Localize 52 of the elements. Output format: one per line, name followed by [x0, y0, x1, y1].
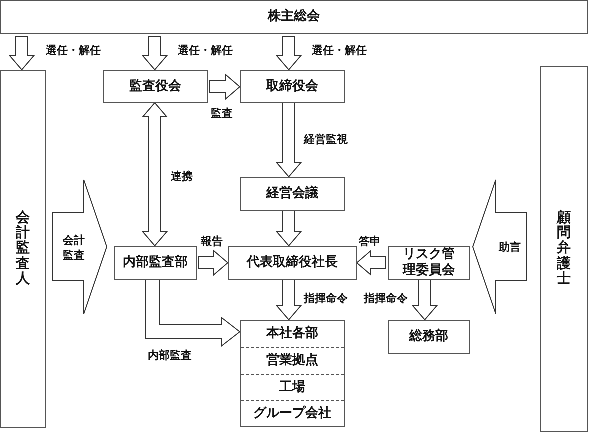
- block-arrow: [146, 280, 241, 348]
- meeting-box: [240, 177, 345, 211]
- node-label: 取締役会: [266, 78, 318, 94]
- node-label: 会計監査人: [16, 210, 30, 288]
- edge-label: 会計監査: [62, 233, 86, 264]
- department-box: [388, 320, 470, 354]
- node-label: 工場: [280, 380, 306, 396]
- edge-label: 内部監査: [147, 349, 193, 362]
- edge-label: 答申: [358, 235, 382, 248]
- meeting-box: [0, 0, 588, 34]
- board-box: [240, 70, 345, 103]
- board-box: [103, 70, 208, 103]
- organization-box: [240, 320, 345, 427]
- node-label: 監査役会: [130, 78, 182, 94]
- node-label: グループ会社: [254, 406, 332, 422]
- edge-label: 経営監視: [303, 133, 349, 146]
- node-label: 顧問弁護士: [557, 210, 571, 288]
- lawyer-box: [540, 66, 588, 432]
- block-arrow: [8, 36, 36, 71]
- edge-label: 選任・解任: [311, 44, 368, 58]
- committee-box: [388, 246, 470, 280]
- node-label: 総務部: [410, 329, 448, 345]
- edge-label: 指揮命令: [303, 292, 349, 306]
- node-label: 本社各部: [266, 326, 318, 342]
- edge-label: 報告: [200, 235, 224, 248]
- department-box: [114, 246, 197, 280]
- edge-label: 助言: [498, 240, 522, 256]
- node-label: リスク管理委員会: [402, 247, 456, 279]
- edge-label: 選任・解任: [45, 44, 102, 58]
- block-arrow: [472, 180, 528, 314]
- block-arrow: [276, 36, 302, 71]
- block-arrow: [142, 36, 168, 71]
- node-label: 内部監査部: [123, 255, 188, 271]
- block-arrow: [142, 102, 168, 247]
- node-label: 営業拠点: [266, 353, 318, 369]
- edge-label: 連携: [170, 170, 194, 184]
- president-box: [228, 246, 357, 280]
- block-arrow: [276, 280, 302, 321]
- node-label: 株主総会: [268, 9, 320, 25]
- edge-label: 監査: [210, 107, 234, 120]
- edge-label: 指揮命令: [363, 292, 409, 306]
- node-label: 経営会議: [266, 186, 318, 202]
- block-arrow: [276, 210, 302, 247]
- block-arrow: [356, 250, 386, 276]
- block-arrow: [412, 280, 438, 321]
- block-arrow: [198, 250, 229, 276]
- edge-label: 選任・解任: [177, 44, 234, 58]
- block-arrow: [52, 180, 108, 314]
- node-label: 代表取締役社長: [247, 255, 338, 271]
- block-arrow: [210, 74, 241, 100]
- auditor-box: [0, 70, 46, 428]
- block-arrow: [276, 102, 302, 178]
